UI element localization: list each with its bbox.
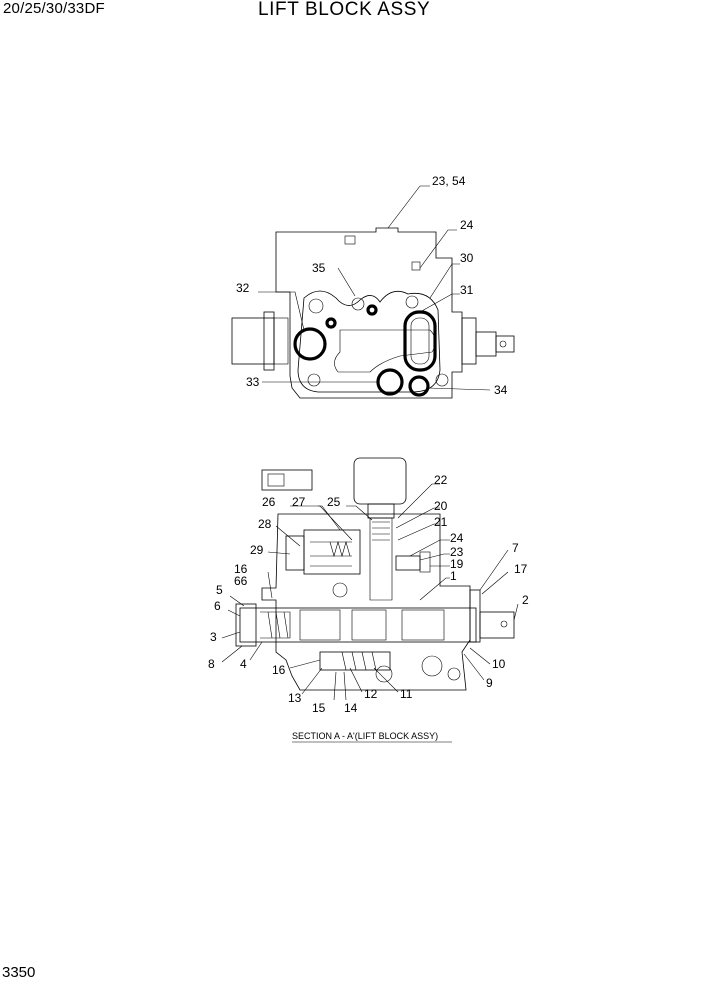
callout-20: 20 <box>434 499 448 513</box>
check-spring <box>341 651 377 671</box>
callout-3: 3 <box>210 630 217 644</box>
spool-land <box>351 609 387 641</box>
callout-10: 10 <box>492 657 506 671</box>
callout-29: 29 <box>250 543 264 557</box>
callout-13: 13 <box>288 691 302 705</box>
spool-land <box>401 609 445 641</box>
spool-land <box>299 609 341 641</box>
callout-4: 4 <box>240 657 247 671</box>
inner-cavity <box>334 329 436 373</box>
callout-28: 28 <box>258 517 272 531</box>
section-view: 22 26 27 25 20 21 28 24 23 29 19 7 16 17… <box>208 457 529 743</box>
leader-lines <box>258 185 491 391</box>
model-number: 20/25/30/33DF <box>3 0 105 17</box>
callout-16b: 16 <box>272 663 286 677</box>
spool-cap-left <box>235 603 257 647</box>
section-caption: SECTION A - A'(LIFT BLOCK ASSY) <box>292 731 438 741</box>
o-ring-small <box>325 317 337 329</box>
page-number: 3350 <box>2 964 36 981</box>
callout-32: 32 <box>236 281 250 295</box>
coil-nut <box>367 503 395 519</box>
callout-16a: 16 <box>234 562 248 576</box>
callout-7: 7 <box>512 541 519 555</box>
passage <box>375 665 393 683</box>
check-plug <box>419 551 431 573</box>
callout-11: 11 <box>400 687 413 701</box>
callout-33: 33 <box>246 375 260 389</box>
spool-end <box>479 611 515 639</box>
callout-23-54: 23, 54 <box>432 174 466 188</box>
o-ring-34 <box>408 375 430 397</box>
cartridge-cap <box>285 535 305 571</box>
callout-25: 25 <box>327 495 341 509</box>
solenoid-nut <box>263 311 275 371</box>
stem-threads <box>372 521 390 541</box>
spool-cap <box>461 317 477 365</box>
connector <box>261 469 313 491</box>
spring-seat <box>260 611 291 639</box>
callout-24: 24 <box>450 531 464 545</box>
bolt-hole <box>435 373 449 387</box>
check-fitting <box>395 555 421 571</box>
spool-bore <box>239 607 477 643</box>
callout-14: 14 <box>344 701 358 715</box>
section-body-outline <box>261 513 471 691</box>
port-notch <box>411 261 421 271</box>
callout-5: 5 <box>216 583 223 597</box>
o-ring-33 <box>376 368 404 396</box>
solenoid-stem <box>273 317 289 365</box>
callout-22: 22 <box>434 473 448 487</box>
callout-19: 19 <box>450 557 464 571</box>
page-title: LIFT BLOCK ASSY <box>258 0 431 20</box>
bolt-hole <box>405 295 419 309</box>
valve-body-outline <box>275 227 463 399</box>
o-ring-30 <box>410 317 430 365</box>
callout-2: 2 <box>522 593 529 607</box>
callout-26: 26 <box>262 495 276 509</box>
passage <box>447 667 461 681</box>
callout-1: 1 <box>450 569 457 583</box>
connector-pin <box>267 473 285 487</box>
solenoid-left <box>231 317 275 365</box>
o-ring-32 <box>293 327 327 361</box>
callout-66: 66 <box>234 574 248 588</box>
cartridge-spring <box>329 540 351 558</box>
callout-12: 12 <box>364 687 378 701</box>
pin-hole <box>500 620 508 628</box>
right-cap <box>469 589 481 643</box>
pin-hole <box>499 340 507 348</box>
spool-tip <box>495 335 515 353</box>
cartridge-lines <box>310 541 352 567</box>
spool-spring <box>267 611 289 639</box>
spool-end <box>475 331 497 357</box>
callout-34: 34 <box>494 383 508 397</box>
callout-6: 6 <box>214 599 221 613</box>
o-ring-35 <box>366 304 378 316</box>
callout-24: 24 <box>460 218 474 232</box>
o-ring-31 <box>403 310 437 372</box>
valve-stem <box>369 517 393 601</box>
callout-23: 23 <box>450 545 464 559</box>
callout-8: 8 <box>208 657 215 671</box>
solenoid-coil <box>353 457 407 505</box>
callout-35: 35 <box>312 261 326 275</box>
passage <box>332 582 348 598</box>
callout-30: 30 <box>460 251 474 265</box>
port-notch <box>344 235 356 245</box>
top-view: 23, 54 24 30 35 32 31 33 34 <box>231 174 515 399</box>
bolt-hole <box>308 298 324 314</box>
check-valve <box>319 651 391 671</box>
callout-21: 21 <box>434 515 448 529</box>
callout-9: 9 <box>486 676 493 690</box>
callout-31: 31 <box>460 283 474 297</box>
cartridge-body <box>303 529 361 575</box>
callout-15: 15 <box>312 701 326 715</box>
callout-27: 27 <box>292 495 306 509</box>
bolt-hole <box>307 373 321 387</box>
bolt-hole <box>351 297 365 311</box>
section-leader-lines <box>221 483 519 701</box>
callout-17: 17 <box>514 562 528 576</box>
passage <box>421 655 443 677</box>
